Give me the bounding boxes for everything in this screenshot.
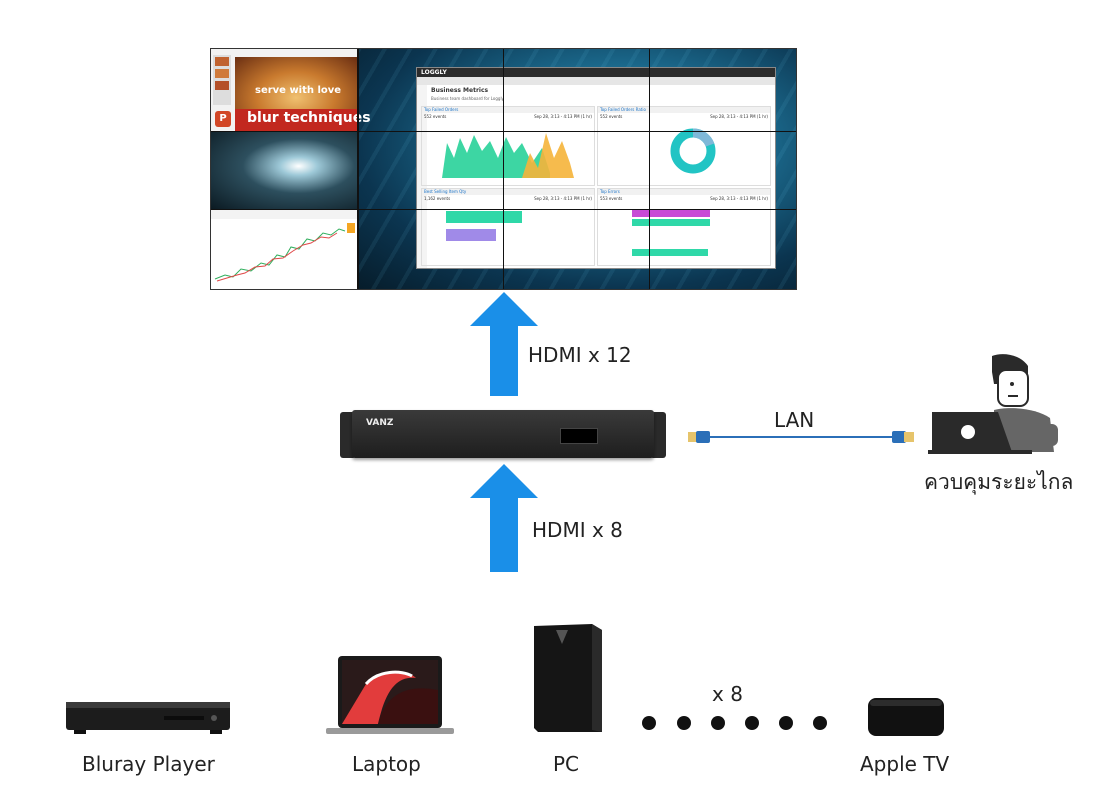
bar-green-1 (632, 219, 710, 226)
dashboard-sidebar (417, 85, 427, 268)
device-count-label: x 8 (712, 682, 743, 706)
dashboard-title: Business Metrics (431, 87, 489, 94)
slide-banner (235, 109, 357, 131)
source-label-bluray: Bluray Player (82, 752, 215, 776)
bar-magenta (632, 209, 710, 217)
matrix-switcher: VANZ (352, 410, 654, 458)
ellipsis-dot (813, 716, 827, 730)
arrow-up-icon (470, 292, 538, 396)
slide-text-1: serve with love (255, 85, 342, 96)
pc-tower-icon (534, 624, 602, 732)
powerpoint-icon: P (215, 111, 231, 127)
panel-count: 552 events (600, 114, 623, 119)
light-burst-tile (211, 131, 357, 209)
apple-tv-icon (868, 698, 944, 736)
remote-user-icon (928, 354, 1058, 454)
panel-failed-orders-ratio: Top Failed Orders Ratio 552 events Sep 2… (597, 106, 771, 186)
dashboard-window: LOGGLY Business Metrics Business team da… (416, 67, 776, 269)
source-label-laptop: Laptop (352, 752, 421, 776)
panel-range: Sep 28, 3:13 - 4:13 PM (1 hr) (534, 196, 592, 201)
dashboard-tabs (417, 77, 775, 85)
bar-green-2 (632, 249, 708, 256)
video-wall: serve with love P blur techniques LOGGLY… (210, 48, 797, 290)
lan-cable (688, 431, 914, 443)
rack-ear-right (650, 412, 666, 458)
stock-chart-tile (211, 209, 357, 289)
panel-range: Sep 28, 3:13 - 4:13 PM (1 hr) (710, 114, 768, 119)
thumb-1 (215, 57, 229, 66)
dashboard-topbar (417, 68, 775, 77)
panel-failed-orders: Top Failed Orders 552 events Sep 28, 3:1… (421, 106, 595, 186)
remote-control-label: ควบคุมระยะไกล (924, 470, 1074, 494)
area-chart (442, 133, 574, 178)
donut-chart (670, 128, 716, 174)
dashboard-brand: LOGGLY (421, 69, 447, 76)
panel-count: 1,162 events (424, 196, 451, 201)
panel-top-errors: Top Errors 553 events Sep 28, 3:13 - 4:1… (597, 188, 771, 266)
hdmi-input-label: HDMI x 8 (532, 518, 623, 542)
source-label-pc: PC (553, 752, 580, 776)
dashboard-subtitle: Business team dashboard for Loggly (431, 96, 504, 101)
slide-text-2: blur techniques (247, 110, 371, 126)
ellipsis-dot (711, 716, 725, 730)
ellipsis-dot (677, 716, 691, 730)
thumb-2 (215, 69, 229, 78)
panel-range: Sep 28, 3:13 - 4:13 PM (1 hr) (534, 114, 592, 119)
slide-thumbnails (213, 55, 231, 105)
panel-title: Top Failed Orders (422, 107, 594, 113)
ellipsis-dot (745, 716, 759, 730)
panel-count: 553 events (600, 196, 623, 201)
panel-title: Top Failed Orders Ratio (598, 107, 770, 113)
ellipsis-dot (642, 716, 656, 730)
device-display (560, 428, 598, 444)
panel-range: Sep 28, 3:13 - 4:13 PM (1 hr) (710, 196, 768, 201)
panel-title: Top Errors (598, 189, 770, 195)
panel-title: Best Selling Item Qty (422, 189, 594, 195)
laptop-icon (326, 656, 454, 734)
panel-count: 552 events (424, 114, 447, 119)
bar-purple (446, 229, 496, 241)
ellipsis-dot (779, 716, 793, 730)
lan-label: LAN (774, 408, 815, 432)
stock-chart (211, 209, 357, 282)
device-brand: VANZ (366, 418, 394, 428)
bluray-player-icon (66, 702, 230, 734)
hdmi-output-label: HDMI x 12 (528, 343, 632, 367)
thumb-3 (215, 81, 229, 90)
source-label-apple-tv: Apple TV (860, 752, 950, 776)
wall-grid (211, 49, 796, 289)
arrow-up-icon (470, 464, 538, 572)
